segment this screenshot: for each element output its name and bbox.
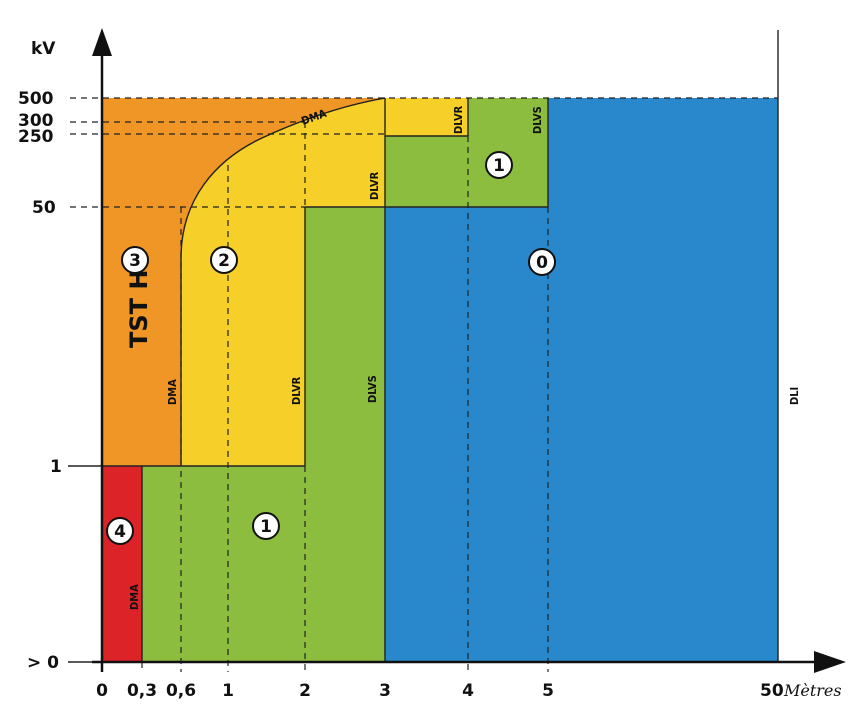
x-axis-arrow xyxy=(814,651,846,673)
zone-green-upper xyxy=(385,136,548,207)
label-dlvs-top: DLVS xyxy=(531,106,544,134)
y-tick-0: > 0 xyxy=(27,653,59,673)
dma-curve xyxy=(180,97,386,466)
zone-blue-upper xyxy=(548,98,778,207)
zone-yellow xyxy=(181,98,385,466)
x-tick-3: 3 xyxy=(379,681,391,701)
x-tick-2: 2 xyxy=(299,681,311,701)
y-axis-arrow xyxy=(92,28,112,56)
x-tick-0-6: 0,6 xyxy=(166,681,196,701)
zone-boundaries xyxy=(102,30,779,662)
y-tick-50: 50 xyxy=(32,198,56,218)
label-dma-red: DMA xyxy=(128,584,141,610)
y-tick-250: 250 xyxy=(18,127,54,147)
zone-badge-1-upper: 1 xyxy=(485,151,513,179)
svg-text:2: 2 xyxy=(218,251,230,271)
label-dma-left: DMA xyxy=(166,379,179,405)
zone-green-lower xyxy=(142,466,385,662)
y-tick-1: 1 xyxy=(50,457,62,477)
zone-badge-2: 2 xyxy=(210,246,238,274)
zone-yellow-upper xyxy=(385,98,468,136)
x-tick-5: 5 xyxy=(542,681,554,701)
x-tick-0: 0 xyxy=(96,681,108,701)
y-ticks xyxy=(68,465,102,663)
label-dlvr-top: DLVR xyxy=(452,105,465,134)
y-tick-300: 300 xyxy=(18,111,54,131)
svg-text:4: 4 xyxy=(114,522,126,542)
label-dlvr-yellow: DLVR xyxy=(290,376,303,405)
x-tick-1: 1 xyxy=(222,681,234,701)
svg-text:1: 1 xyxy=(260,517,272,537)
x-tick-0-3: 0,3 xyxy=(127,681,157,701)
x-tick-50: 50 xyxy=(760,681,784,701)
zone-green-upper-tall xyxy=(468,98,548,136)
label-dlvr-upper: DLVR xyxy=(368,171,381,200)
svg-text:1: 1 xyxy=(493,156,505,176)
zone-badge-1-lower: 1 xyxy=(252,512,280,540)
zone-green-dlvs xyxy=(305,207,385,466)
dashed-guides xyxy=(70,97,778,672)
x-axis-unit: Mètres xyxy=(783,681,842,700)
label-dlvs-green: DLVS xyxy=(366,375,379,403)
zone-badge-3: 3 xyxy=(121,246,149,274)
svg-text:0: 0 xyxy=(536,253,548,273)
label-dli: DLI xyxy=(788,387,801,405)
zone-red xyxy=(102,466,142,662)
zone-badge-0: 0 xyxy=(528,248,556,276)
y-tick-500: 500 xyxy=(18,89,54,109)
x-tick-4: 4 xyxy=(462,681,474,701)
zone-badge-4: 4 xyxy=(106,517,134,545)
y-axis-unit: kV xyxy=(31,39,56,59)
svg-text:3: 3 xyxy=(129,251,141,271)
